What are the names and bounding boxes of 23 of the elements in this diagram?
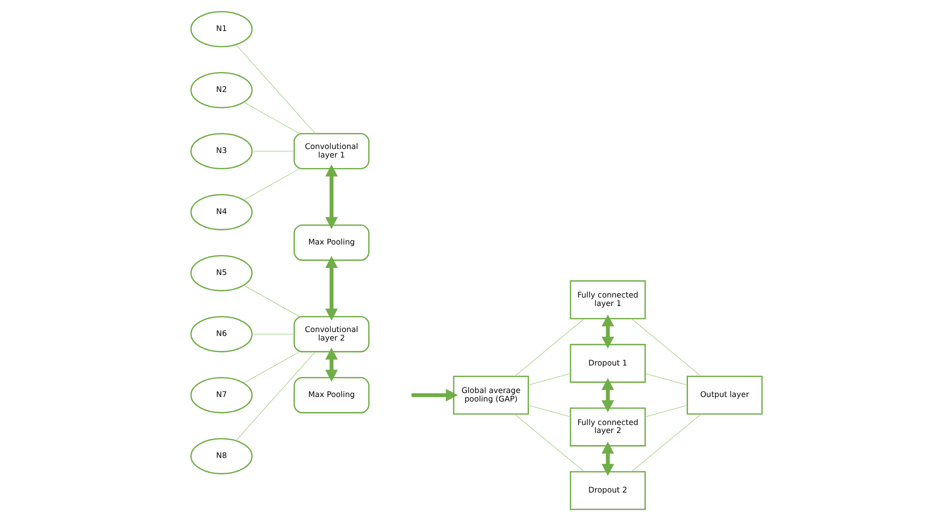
connector xyxy=(644,404,688,417)
connector xyxy=(243,168,300,200)
arrow xyxy=(324,347,338,382)
arrow xyxy=(324,164,338,229)
connector xyxy=(644,372,688,385)
arrow xyxy=(601,314,614,348)
arrow xyxy=(324,256,338,320)
connector xyxy=(235,44,315,134)
arrow xyxy=(411,388,458,401)
connector xyxy=(243,350,300,383)
connector xyxy=(243,284,300,316)
connector xyxy=(251,150,294,151)
connector xyxy=(630,413,701,472)
connector xyxy=(528,372,570,385)
connector xyxy=(630,318,701,376)
arrow xyxy=(601,441,614,476)
arrow xyxy=(601,378,614,412)
connector xyxy=(514,318,584,376)
connector xyxy=(243,102,300,134)
connector xyxy=(251,333,294,334)
connector xyxy=(528,404,570,417)
connector xyxy=(235,351,315,441)
connector xyxy=(514,413,584,472)
